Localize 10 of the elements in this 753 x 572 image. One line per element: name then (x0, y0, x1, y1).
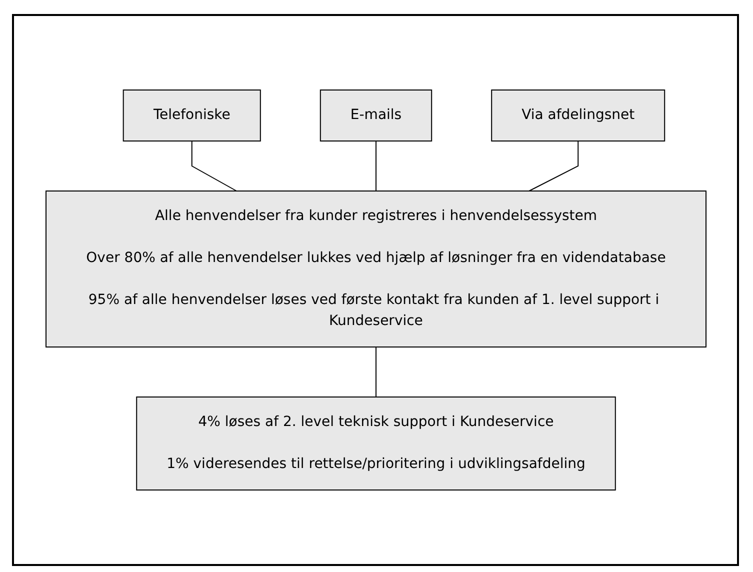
node-box (122, 90, 260, 142)
figure-frame: Telefoniske E-mails Via afdelingsnet Alle henvendelser fra kunder registreres i henvendelsessystem Over 80% af alle henvendelser lukkes ved hjælp af løsninger fra en videndatabase 95% af alle henvendelser løses ved første kontakt fra kunden af 1. level support i Kundeservice 4% løses af 2. level teknisk support i Kundeservice 1% videresendes til rettelse/prioritering i udviklingsafdeling (12, 14, 739, 566)
connector (190, 140, 237, 192)
connector (375, 346, 376, 398)
connector (528, 140, 578, 192)
node-box (319, 90, 432, 142)
node-box (45, 190, 706, 348)
node-box (490, 90, 665, 142)
connector (375, 140, 376, 192)
node-box (136, 396, 616, 490)
